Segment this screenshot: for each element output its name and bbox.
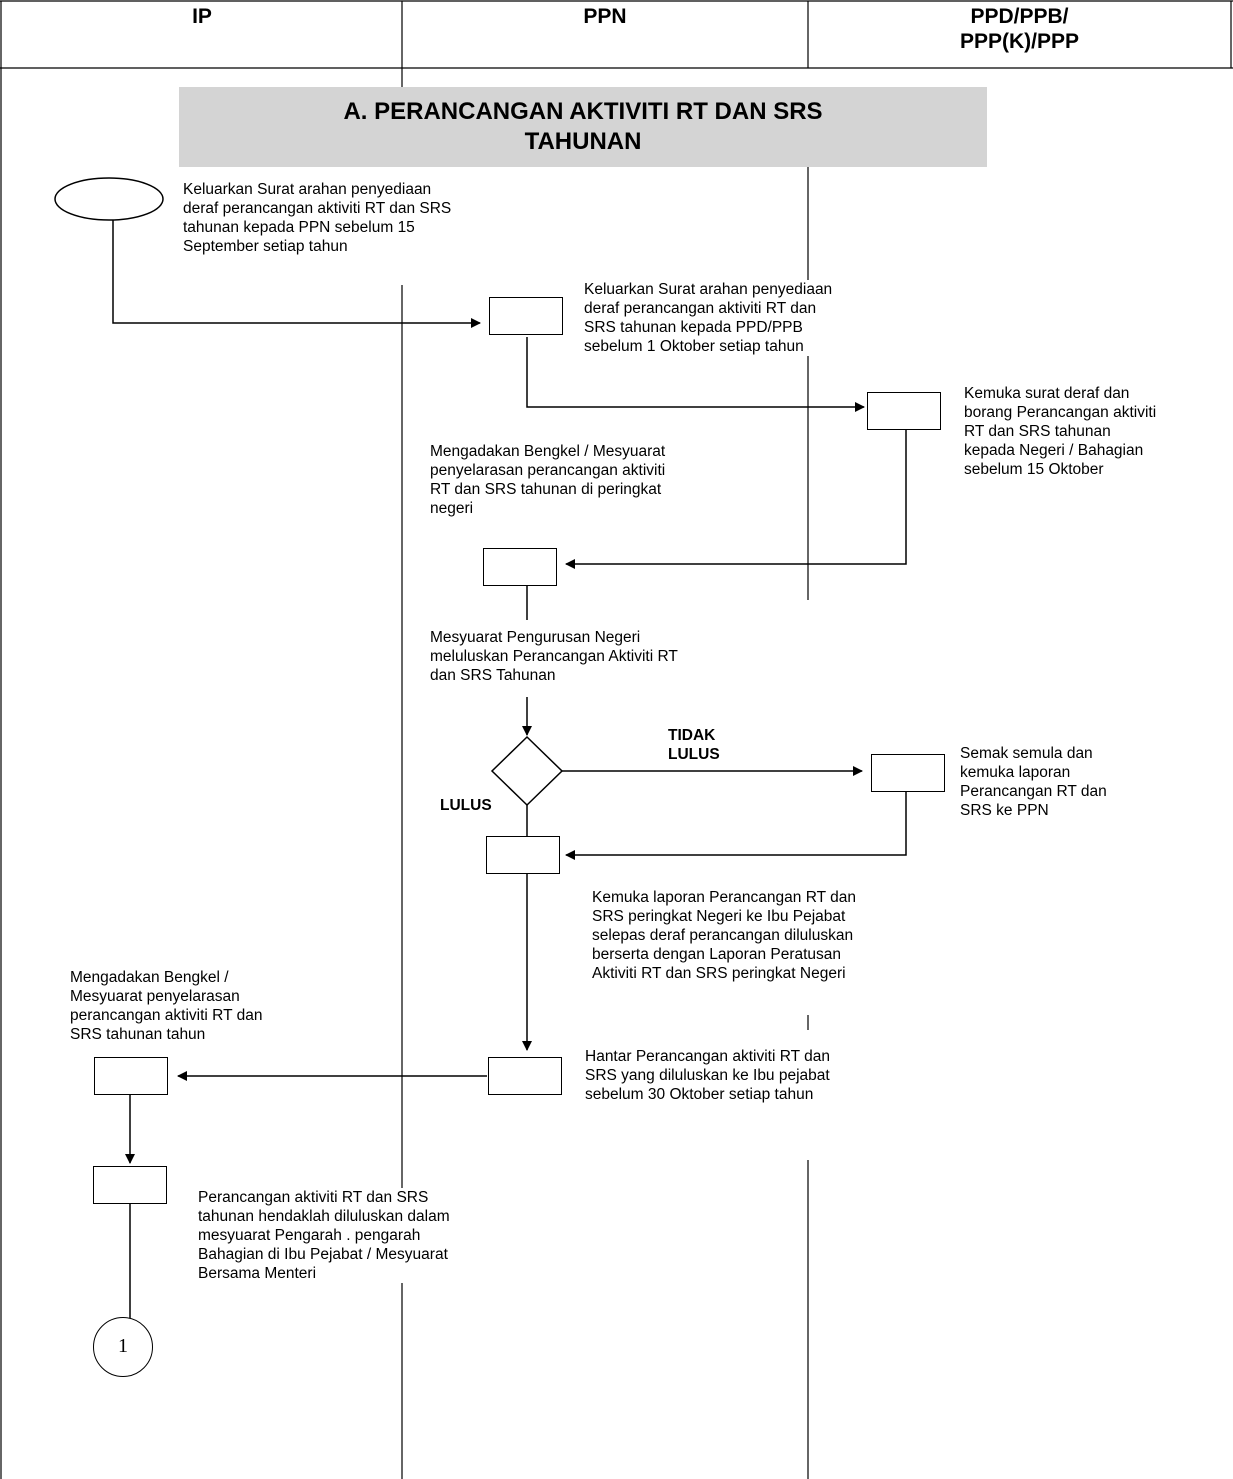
step-4-text: Mengadakan Bengkel / Mesyuarat penyelara… <box>430 442 770 518</box>
process-box-7 <box>486 836 560 874</box>
step-1-text: Keluarkan Surat arahan penyediaan deraf … <box>183 180 523 256</box>
step-3-text: Kemuka surat deraf dan borang Perancanga… <box>964 384 1226 479</box>
process-box-8 <box>94 1057 168 1095</box>
decision-label-rejected: TIDAK LULUS <box>668 727 720 763</box>
process-box-2 <box>489 297 563 335</box>
step-2-text: Keluarkan Surat arahan penyediaan deraf … <box>584 280 914 356</box>
connector-circle: 1 <box>93 1317 153 1377</box>
decision-label-approved: LULUS <box>440 797 492 814</box>
header-ip: IP <box>192 5 212 28</box>
section-title: A. PERANCANGAN AKTIVITI RT DAN SRS TAHUN… <box>179 87 987 167</box>
decision-diamond <box>490 735 564 807</box>
flow-connectors <box>112 220 907 1320</box>
header-ppn: PPN <box>583 5 627 28</box>
process-box-9 <box>488 1057 562 1095</box>
step-6-text: Semak semula dan kemuka laporan Perancan… <box>960 744 1170 820</box>
process-box-4 <box>483 548 557 586</box>
header-ppd: PPD/PPB/ PPP(K)/PPP <box>959 5 1080 53</box>
step-5-text: Mesyuarat Pengurusan Negeri meluluskan P… <box>430 628 770 685</box>
process-box-10 <box>93 1166 167 1204</box>
start-terminator <box>54 177 164 221</box>
step-9-text: Hantar Perancangan aktiviti RT dan SRS y… <box>585 1047 915 1104</box>
step-7-text: Kemuka laporan Perancangan RT dan SRS pe… <box>592 888 932 983</box>
process-box-3 <box>867 392 941 430</box>
step-8-text: Mengadakan Bengkel / Mesyuarat penyelara… <box>70 968 360 1044</box>
step-10-text: Perancangan aktiviti RT dan SRS tahunan … <box>198 1188 538 1283</box>
process-box-6 <box>871 754 945 792</box>
